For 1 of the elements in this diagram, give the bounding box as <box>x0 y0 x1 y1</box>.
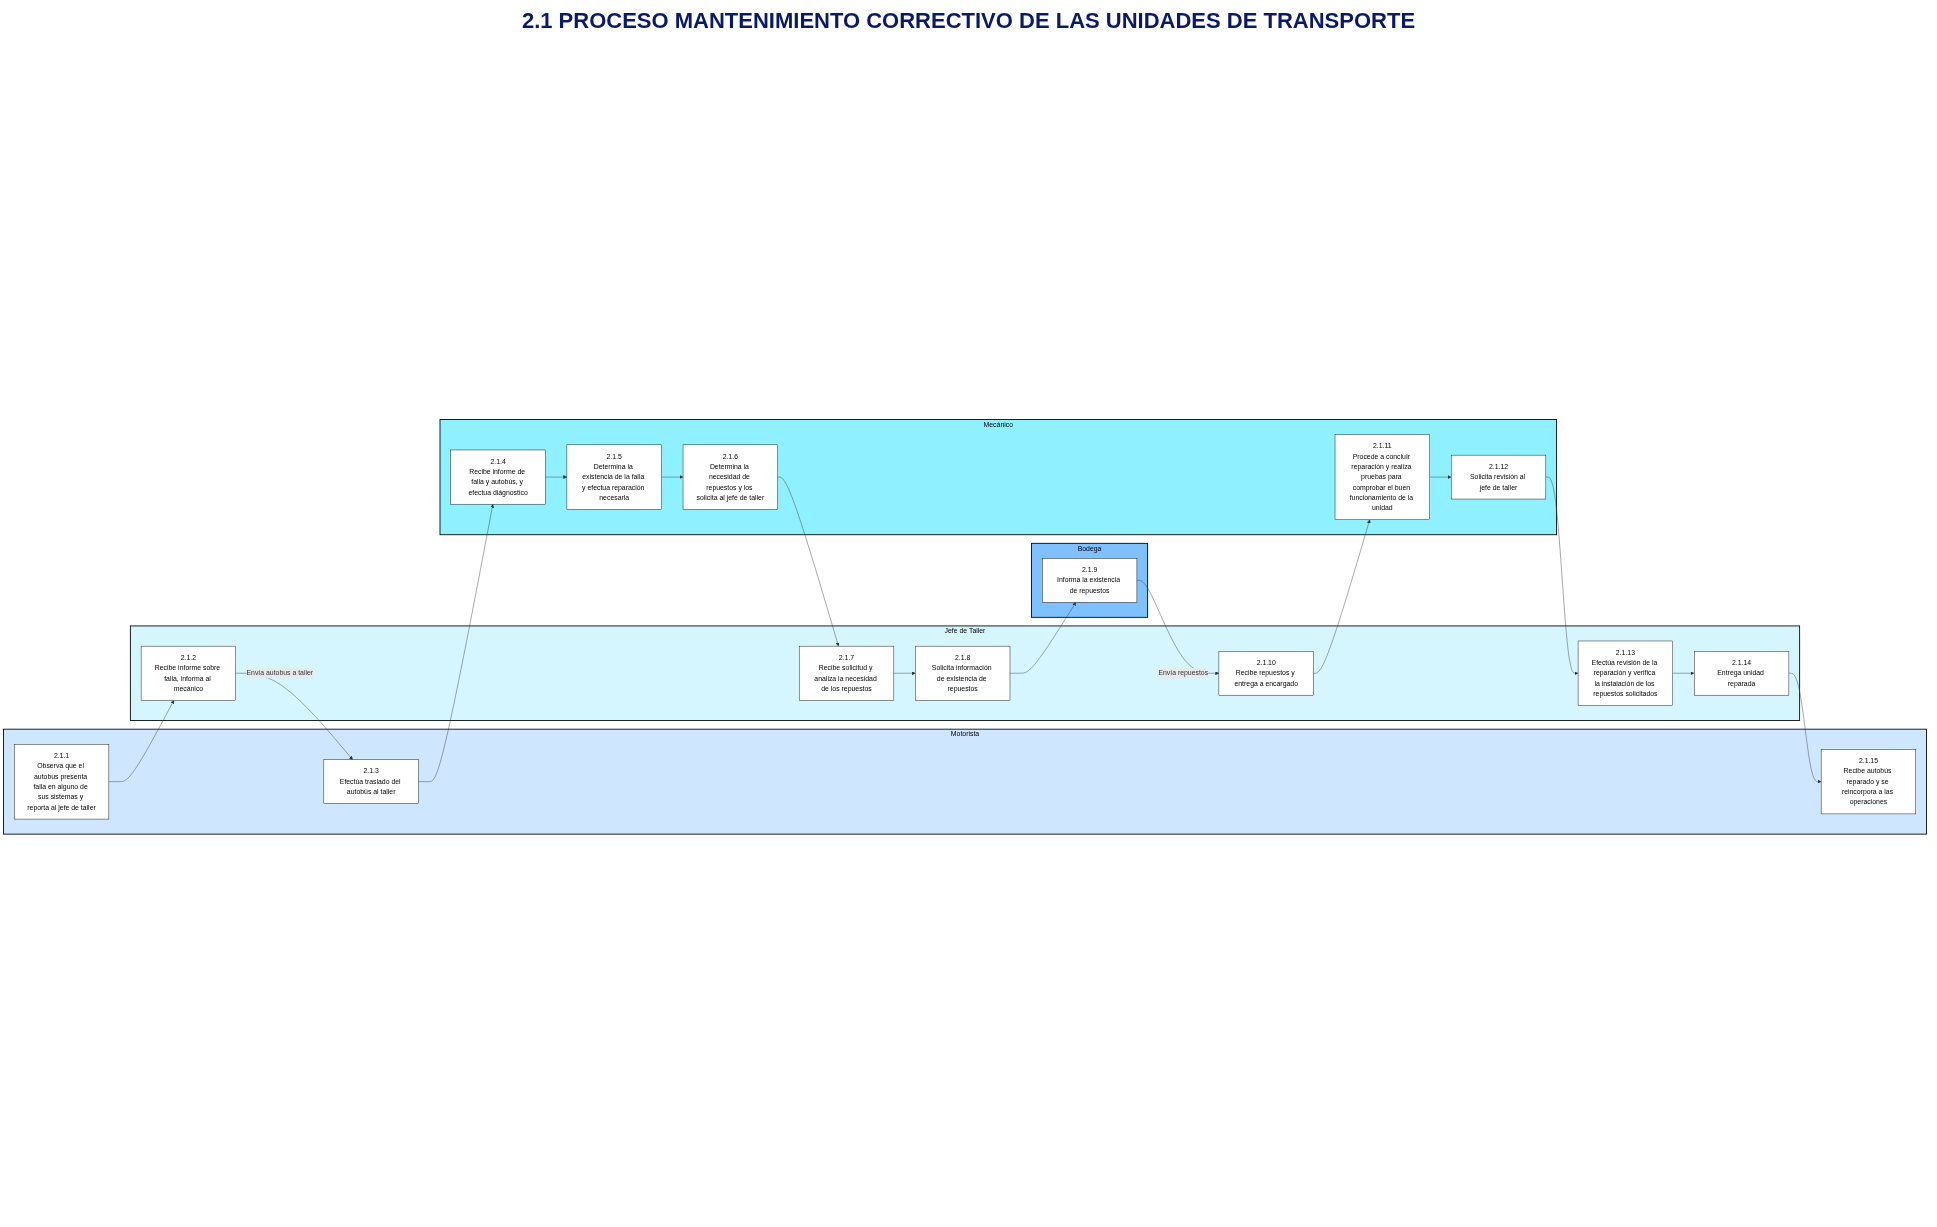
diagram-title: 2.1 PROCESO MANTENIMIENTO CORRECTIVO DE LAS UNIDADES DE TRANSPORTE <box>520 8 1417 34</box>
